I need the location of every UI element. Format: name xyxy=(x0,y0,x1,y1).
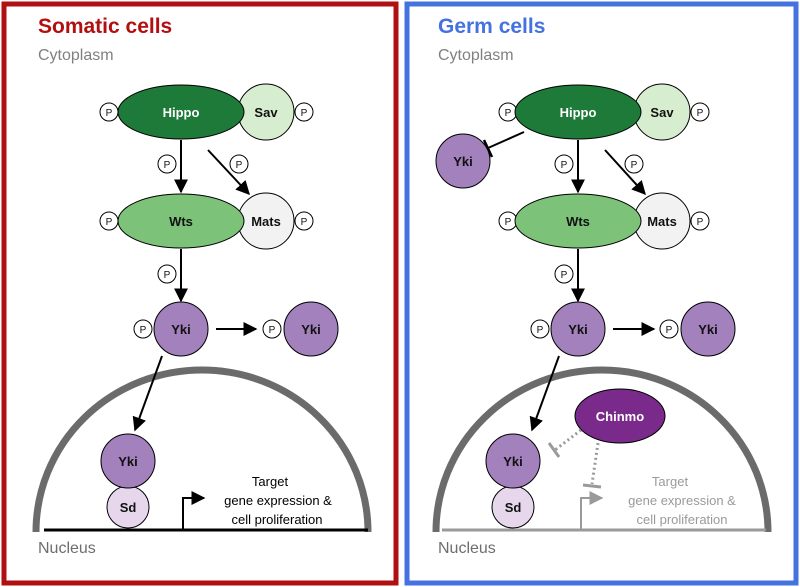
phospho-label: P xyxy=(666,325,673,336)
yki-label: Yki xyxy=(503,454,523,469)
sd-label: Sd xyxy=(120,500,137,515)
phospho-marker xyxy=(262,319,282,339)
sav-label: Sav xyxy=(254,105,278,120)
somatic-nucleus-label: Nucleus xyxy=(38,540,96,557)
phospho-label: P xyxy=(505,108,512,119)
phospho-marker xyxy=(157,264,177,284)
somatic-panel-title: Somatic cells xyxy=(38,15,172,38)
phospho-label: P xyxy=(697,217,704,228)
inhibition-bar xyxy=(582,483,602,489)
yki-node xyxy=(485,433,541,489)
somatic-panel: Somatic cells Cytoplasm Nucleus P Sav Hi… xyxy=(1,1,399,586)
target-gene-label: cell proliferation xyxy=(636,512,727,527)
phospho-label: P xyxy=(269,325,276,336)
phospho-marker xyxy=(294,211,314,231)
phospho-marker xyxy=(554,264,574,284)
germ-panel-title: Germ cells xyxy=(438,15,545,38)
yki-label: Yki xyxy=(698,322,718,337)
mats-label: Mats xyxy=(251,214,281,229)
phospho-marker xyxy=(690,211,710,231)
yki-node xyxy=(283,301,339,357)
phospho-marker xyxy=(229,154,249,174)
somatic-nucleus-envelope xyxy=(32,366,372,533)
phospho-label: P xyxy=(301,217,308,228)
yki-node xyxy=(680,301,736,357)
yki-node xyxy=(550,301,606,357)
hippo-label: Hippo xyxy=(560,105,597,120)
phospho-label: P xyxy=(505,217,512,228)
hippo-label: Hippo xyxy=(163,105,200,120)
inhibition-bar xyxy=(482,139,494,158)
phospho-marker xyxy=(530,319,550,339)
phospho-label: P xyxy=(106,217,113,228)
wts-label: Wts xyxy=(169,214,193,229)
inhibition-hippo-to-yki xyxy=(487,131,525,149)
wts-node xyxy=(514,193,642,249)
phospho-label: P xyxy=(106,108,113,119)
phospho-label: P xyxy=(561,270,568,281)
mats-label: Mats xyxy=(647,214,677,229)
promoter-arrow xyxy=(580,491,604,530)
target-gene-label: Target xyxy=(652,474,689,489)
phospho-label: P xyxy=(164,160,171,171)
inhibition-bar xyxy=(547,442,561,458)
hippo-node xyxy=(117,84,245,140)
phospho-label: P xyxy=(537,325,544,336)
phospho-marker xyxy=(690,102,710,122)
wts-node xyxy=(117,193,245,249)
yki-label: Yki xyxy=(301,322,321,337)
yki-node xyxy=(435,133,491,189)
target-gene-label: gene expression & xyxy=(628,493,736,508)
arrow-yki-to-nucleus xyxy=(529,355,560,432)
phospho-marker xyxy=(157,154,177,174)
phospho-label: P xyxy=(561,160,568,171)
chinmo-label: Chinmo xyxy=(596,409,644,424)
arrow-yki-to-nucleus xyxy=(132,355,163,432)
yki-label: Yki xyxy=(171,322,191,337)
germ-panel: Germ cells Cytoplasm Nucleus P Sav Hippo… xyxy=(404,1,799,586)
phospho-marker xyxy=(133,319,153,339)
wts-label: Wts xyxy=(566,214,590,229)
inhibition-chinmo-to-yki xyxy=(554,428,582,452)
phospho-label: P xyxy=(631,160,638,171)
yki-node xyxy=(153,301,209,357)
hippo-node xyxy=(514,84,642,140)
inhibition-chinmo-to-target xyxy=(590,442,600,485)
target-gene-label: cell proliferation xyxy=(231,512,322,527)
chinmo-node xyxy=(574,388,666,444)
phospho-label: P xyxy=(236,160,243,171)
yki-label: Yki xyxy=(453,154,473,169)
phospho-marker xyxy=(294,102,314,122)
sd-label: Sd xyxy=(505,500,522,515)
germ-nucleus-label: Nucleus xyxy=(438,540,496,557)
germ-cytoplasm-label: Cytoplasm xyxy=(438,47,514,64)
sav-label: Sav xyxy=(650,105,674,120)
phospho-label: P xyxy=(301,108,308,119)
phospho-label: P xyxy=(140,325,147,336)
yki-label: Yki xyxy=(568,322,588,337)
somatic-cytoplasm-label: Cytoplasm xyxy=(38,47,114,64)
yki-node xyxy=(100,433,156,489)
yki-label: Yki xyxy=(118,454,138,469)
phospho-marker xyxy=(624,154,644,174)
phospho-marker xyxy=(659,319,679,339)
phospho-label: P xyxy=(164,270,171,281)
germ-nucleus-envelope xyxy=(432,366,772,533)
target-gene-label: Target xyxy=(252,474,289,489)
arrow-hippo-to-mats xyxy=(604,149,646,196)
arrow-hippo-to-mats xyxy=(207,149,250,196)
phospho-marker xyxy=(554,154,574,174)
promoter-arrow xyxy=(182,491,206,530)
phospho-label: P xyxy=(697,108,704,119)
target-gene-label: gene expression & xyxy=(224,493,332,508)
